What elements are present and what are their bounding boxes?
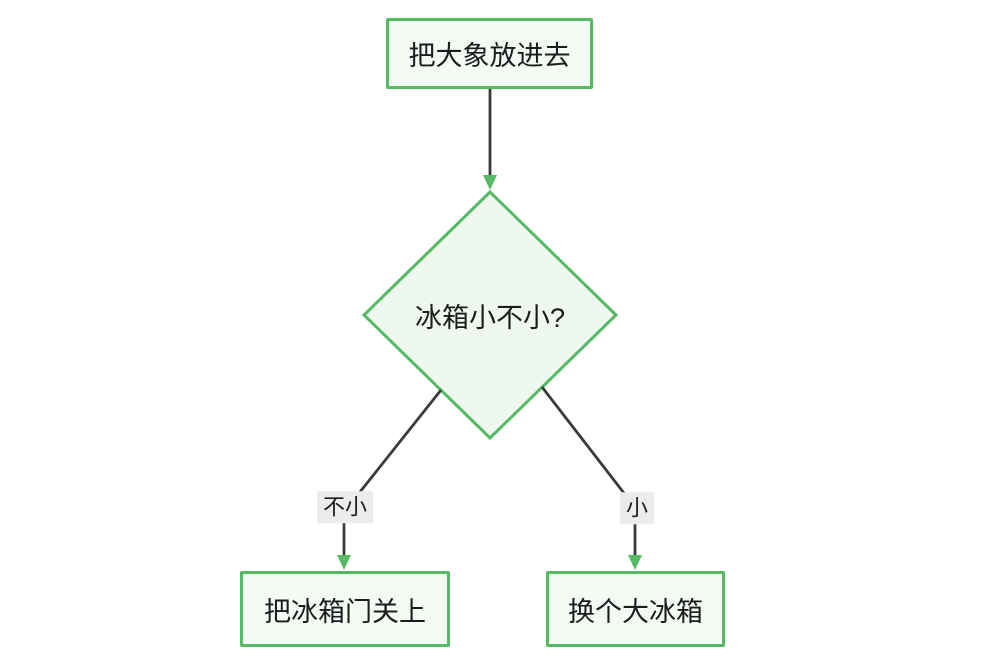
arrowhead-into-decision-icon: [483, 175, 497, 190]
arrowhead-into-swap-icon: [628, 555, 642, 570]
edge-label-small: 小: [619, 492, 655, 524]
node-close-door-label: 把冰箱门关上: [264, 596, 426, 627]
node-start: 把大象放进去: [386, 18, 593, 89]
edge-label-small-text: 小: [625, 495, 649, 521]
edge-label-not-small-text: 不小: [322, 494, 368, 520]
edge-label-not-small: 不小: [316, 491, 374, 523]
edge-decision-to-swap-diagonal: [540, 386, 629, 498]
edge-decision-to-close-diagonal: [354, 389, 443, 498]
node-bigger-fridge-label: 换个大冰箱: [568, 596, 703, 627]
node-start-label: 把大象放进去: [408, 41, 571, 71]
decision-diamond-shape: [361, 189, 619, 441]
node-bigger-fridge: 换个大冰箱: [546, 571, 725, 647]
node-close-door: 把冰箱门关上: [240, 571, 450, 647]
arrowhead-into-close-icon: [337, 555, 351, 570]
